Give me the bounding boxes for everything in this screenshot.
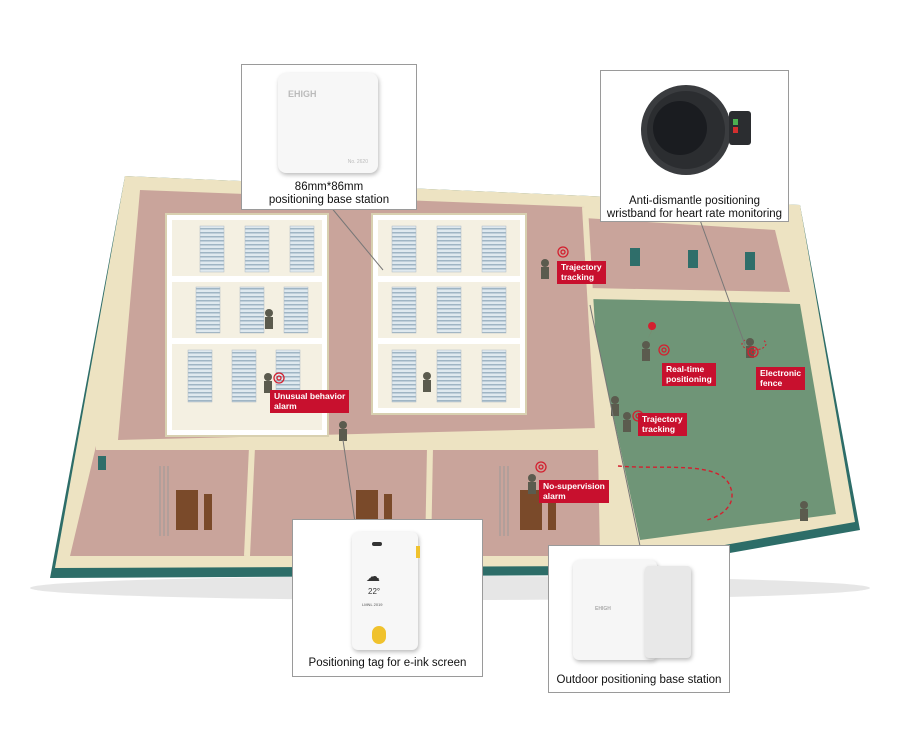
tag-line-1: Trajectory (642, 414, 683, 424)
tag-line-1: Real-time (666, 364, 705, 374)
eink-indicator (372, 542, 382, 546)
eink-text: LMNL 2019 (362, 602, 383, 607)
trajectory-tag-1: Trajectory tracking (557, 261, 606, 284)
tag-line-1: No-supervision (543, 481, 605, 491)
weather-icon: ☁ (366, 568, 380, 584)
base-station-device: EHIGH No. 2620 (278, 73, 378, 173)
device-model: No. 2620 (347, 159, 368, 165)
wristband-callout: Anti-dismantle positioning wristband for… (600, 70, 789, 222)
base-station-caption-1: 86mm*86mm (294, 181, 364, 193)
outdoor-brand: EHIGH (595, 606, 611, 612)
tag-line-2: fence (760, 377, 783, 388)
bars (159, 466, 509, 536)
outdoor-station-device: EHIGH (573, 560, 657, 660)
wristband-caption-2: wristband for heart rate monitoring (606, 208, 783, 220)
sensor-red (733, 127, 738, 133)
tag-line-1: Unusual behavior (274, 391, 346, 401)
tag-line-2: alarm (543, 490, 566, 501)
eink-tag-caption: Positioning tag for e-ink screen (308, 657, 467, 669)
corridor-floor (584, 218, 790, 292)
outdoor-station-callout: EHIGH Outdoor positioning base station (548, 545, 730, 693)
no-supervision-tag: No-supervision alarm (539, 480, 609, 503)
people-figures (264, 259, 808, 521)
tag-line-2: tracking (642, 423, 676, 434)
target-markers (273, 246, 759, 473)
trajectory-tag-2: Trajectory tracking (638, 413, 687, 436)
tag-line-1: Trajectory (561, 262, 602, 272)
device-brand: EHIGH (288, 89, 317, 99)
doors (98, 248, 755, 470)
tag-line-1: Electronic (760, 368, 802, 378)
wristband-strap (729, 111, 751, 145)
callout-leaders (329, 205, 746, 547)
fence-ring (741, 339, 767, 351)
location-pin (648, 322, 657, 338)
tag-line-2: tracking (561, 271, 595, 282)
eink-tag-device: ☁ 22° LMNL 2019 (352, 532, 420, 650)
tag-line-2: positioning (666, 373, 712, 384)
realtime-positioning-tag: Real-time positioning (662, 363, 716, 386)
eink-tag-callout: ☁ 22° LMNL 2019 Positioning tag for e-in… (292, 519, 483, 677)
wristband-caption-1: Anti-dismantle positioning (628, 195, 761, 207)
sensor-green (733, 119, 738, 125)
sos-button (372, 626, 386, 644)
tag-line-2: alarm (274, 400, 297, 411)
unusual-behavior-tag: Unusual behavior alarm (270, 390, 350, 413)
eink-temp: 22° (368, 587, 381, 596)
side-button (416, 546, 420, 558)
beds (187, 225, 507, 403)
outdoor-station-caption: Outdoor positioning base station (556, 674, 722, 686)
wristband-device (641, 85, 731, 175)
base-station-caption-2: positioning base station (268, 194, 390, 206)
outdoor-bracket (645, 566, 691, 658)
wristband-screen (653, 101, 707, 155)
electronic-fence-tag: Electronic fence (756, 367, 806, 390)
base-station-callout: EHIGH No. 2620 86mm*86mm positioning bas… (241, 64, 417, 210)
